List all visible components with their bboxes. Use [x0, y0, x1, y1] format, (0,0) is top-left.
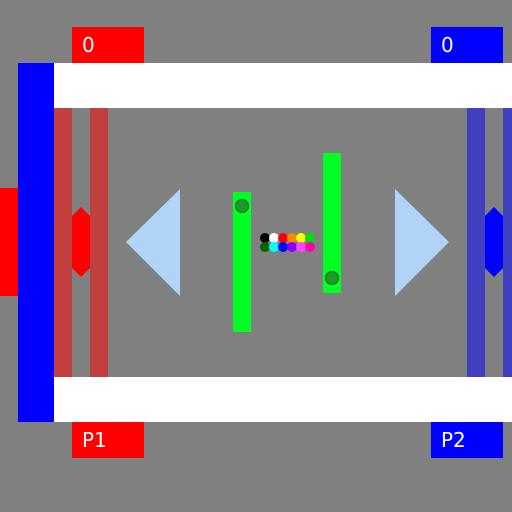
- p1-label: P1: [72, 422, 144, 458]
- palette-dot[interactable]: [287, 233, 297, 243]
- palette-dot[interactable]: [296, 233, 306, 243]
- top-wall: [54, 63, 512, 108]
- p1-post-inner: [90, 108, 108, 377]
- palette-dot[interactable]: [287, 242, 297, 252]
- p1-post-outer: [54, 108, 72, 377]
- p1-side-marker: [0, 188, 18, 296]
- bottom-wall: [54, 377, 512, 422]
- palette-dot[interactable]: [269, 242, 279, 252]
- p2-goalie-icon: [485, 207, 503, 277]
- p2-label: P2: [431, 422, 503, 458]
- palette-dot[interactable]: [278, 233, 288, 243]
- p2-score: 0: [431, 27, 503, 63]
- palette-dot[interactable]: [260, 242, 270, 252]
- ball-icon: [325, 271, 339, 285]
- ball-icon: [235, 199, 249, 213]
- palette-dot[interactable]: [296, 242, 306, 252]
- p2-post-inner: [467, 108, 485, 377]
- p2-post-outer: [503, 108, 512, 377]
- triangle-left-icon[interactable]: [126, 189, 180, 296]
- p1-goal-bar: [18, 63, 54, 422]
- palette-dot[interactable]: [305, 242, 315, 252]
- triangle-right-icon[interactable]: [395, 189, 449, 296]
- p1-score: 0: [72, 27, 144, 63]
- left-paddle[interactable]: [233, 192, 251, 332]
- p1-goalie-icon: [72, 207, 90, 277]
- right-paddle[interactable]: [323, 153, 341, 293]
- palette-dot[interactable]: [305, 233, 315, 243]
- palette-dot[interactable]: [260, 233, 270, 243]
- palette-dot[interactable]: [278, 242, 288, 252]
- palette-dot[interactable]: [269, 233, 279, 243]
